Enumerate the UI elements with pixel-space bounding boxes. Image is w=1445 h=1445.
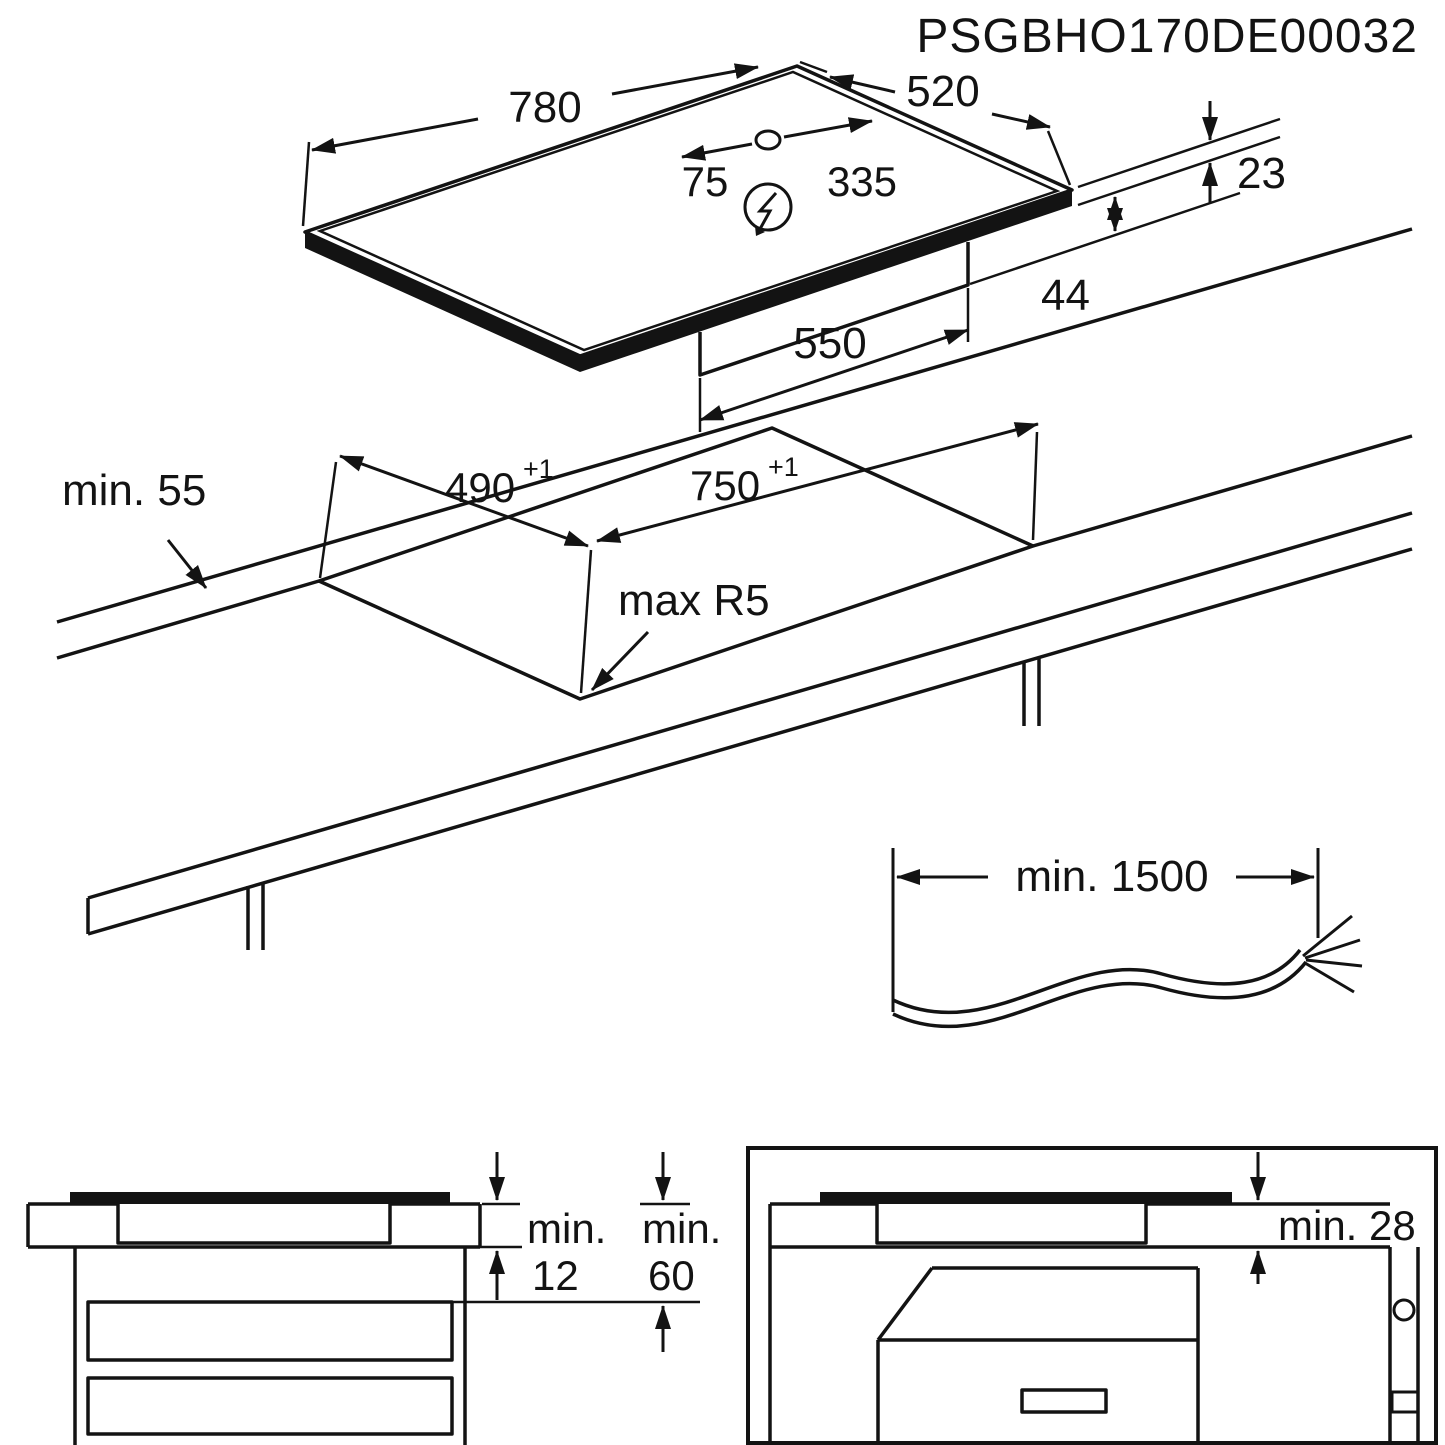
rear-clearance-arrow [166,539,208,589]
cable-length-label: min. 1500 [1015,852,1208,901]
hob-depth-dim: 520 [906,67,979,116]
drawer-clearance-value: 60 [648,1252,695,1299]
cutout-extension-right [1031,431,1039,541]
width-dim-line-right [611,63,759,96]
lightning-bolt-arrowhead [755,226,765,236]
drawer-clearance-min-label: min. [642,1205,721,1252]
lightning-bolt-icon [756,192,778,230]
oven-hinge [1390,1390,1420,1414]
cutout-depth-tolerance: +1 [523,454,554,484]
cutout-depth-dim: 490 [445,464,515,511]
depth-dim-line-left [829,74,896,94]
mains-cable-view: min. 1500 [891,848,1363,1029]
hob-3d-view: 75 335 780 520 23 44 550 [301,60,1286,432]
cable-wire-end-2 [1304,938,1361,960]
worktop-cutout-view: 490 +1 750 +1 min. 55 max R5 [56,227,1413,950]
hob-glass-edge-band [305,190,1072,372]
rear-clearance-label: min. 55 [62,466,206,515]
worktop-front-top-edge [87,511,1413,900]
section-oven-view: min. 28 [746,1146,1438,1445]
cutout-extension-left [318,461,338,579]
cable-outline-top [892,948,1302,1015]
worktop-back-edge-right [1032,434,1413,548]
oven-top-slant [876,1266,934,1342]
width-dim-line-left [311,117,479,154]
cable-wire-end-4 [1304,961,1355,994]
cutout-depth-dim-line [339,454,589,548]
cutout-width-dim-line [596,422,1039,543]
hob-glass-section [820,1192,1232,1204]
corner-radius-arrow [590,630,650,692]
oven-clearance-label: min. 28 [1278,1202,1416,1249]
worktop-back-line [56,227,1413,624]
corner-radius-label: max R5 [618,576,770,625]
glass-top-extension-line [1077,117,1281,189]
hob-body-section [875,1204,1148,1245]
cable-wire-end-3 [1305,958,1363,968]
width-extension-line [301,141,311,227]
body-width-dim: 550 [793,319,866,368]
oven-section-frame [746,1146,1438,1445]
hob-glass-inner-edge [316,70,1061,352]
product-code: PSGBHO170DE00032 [916,10,1418,63]
hob-body-section [116,1204,392,1245]
hob-width-dim: 780 [508,83,581,132]
cutout-opening [317,426,1035,701]
oven-handle [1020,1388,1108,1414]
cutout-width-tolerance: +1 [768,452,799,482]
drawer-1 [86,1300,454,1362]
worktop-thickness-min-label: min. [527,1205,606,1252]
depth-extension-line-a [799,60,828,74]
glass-bottom-extension-line [1077,135,1281,207]
cutout-width-dim: 750 [690,462,760,509]
hole-right-dim: 335 [827,158,897,205]
hob-glass-section [70,1192,450,1204]
hole-left-dim: 75 [682,158,729,205]
hole-right-arrow [783,117,873,139]
depth-extension-line-b [1046,130,1072,186]
worktop-front-bottom-edge [87,547,1413,936]
electrical-connection-circle [743,182,793,232]
cutout-extension-bottom [579,549,593,694]
body-bottom-extension-line [969,191,1241,286]
body-width-dim-line [699,328,969,422]
cable-wire-end-1 [1302,914,1353,958]
cable-hole [754,129,782,151]
cable-outline-bottom [892,960,1308,1029]
worktop-back-edge-left [56,579,320,660]
worktop-thickness-value: 12 [532,1252,579,1299]
depth-dim-line-right [991,112,1051,130]
oven-knob-icon [1392,1298,1416,1322]
drawer-2 [86,1376,454,1436]
glass-thickness-dim: 23 [1237,149,1286,198]
hole-left-arrow [681,142,753,161]
section-cabinet-view: min. 12 min. 60 [26,1152,721,1445]
body-depth-dim: 44 [1041,271,1090,320]
